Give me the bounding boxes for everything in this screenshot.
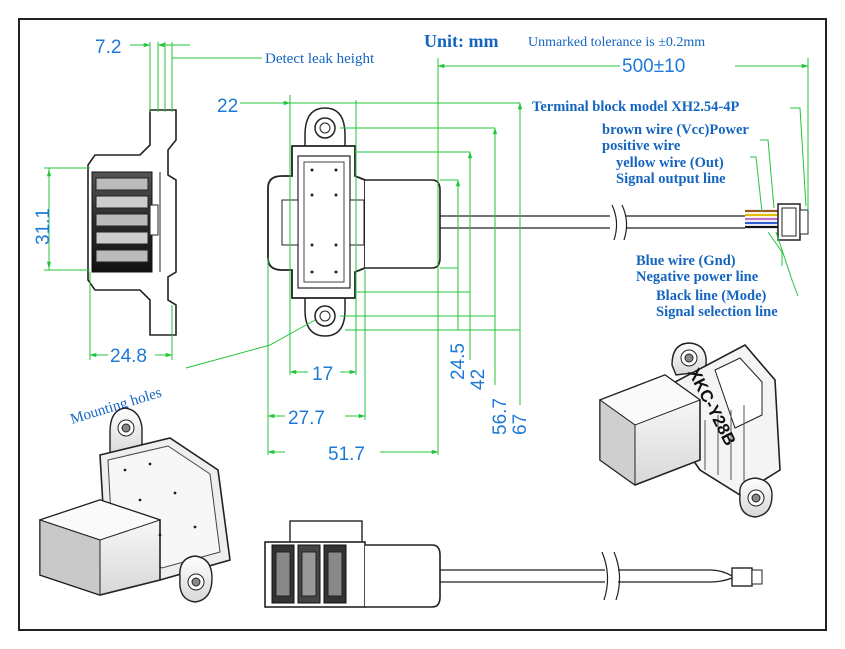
black-wire-label: Black line (Mode) bbox=[656, 288, 767, 304]
unit-label: Unit: mm bbox=[424, 31, 499, 51]
yellow-wire-desc: Signal output line bbox=[616, 171, 726, 187]
drawing-frame bbox=[18, 18, 827, 631]
dim-42: 42 bbox=[468, 369, 489, 390]
tolerance-label: Unmarked tolerance is ±0.2mm bbox=[528, 35, 705, 50]
dim-51-7: 51.7 bbox=[328, 444, 365, 465]
blue-wire-desc: Negative power line bbox=[636, 269, 759, 285]
bottom-side-view bbox=[264, 520, 763, 608]
top-view bbox=[185, 58, 809, 455]
dim-31-1: 31.1 bbox=[33, 208, 54, 245]
detect-leak-label: Detect leak height bbox=[265, 51, 375, 67]
iso-view-right bbox=[598, 342, 781, 518]
dim-27-7: 27.7 bbox=[288, 408, 325, 429]
dim-17: 17 bbox=[312, 364, 333, 385]
dim-500: 500±10 bbox=[622, 56, 685, 77]
brown-wire-label: brown wire (Vcc)Power bbox=[602, 122, 749, 138]
dim-67: 67 bbox=[510, 414, 531, 435]
terminal-label: Terminal block model XH2.54-4P bbox=[532, 99, 739, 115]
brown-wire-desc: positive wire bbox=[602, 138, 681, 154]
dim-24-5: 24.5 bbox=[448, 343, 469, 380]
dim-7-2: 7.2 bbox=[95, 37, 121, 58]
black-wire-desc: Signal selection line bbox=[656, 304, 778, 320]
side-view bbox=[44, 42, 262, 360]
dim-56-7: 56.7 bbox=[490, 398, 511, 435]
yellow-wire-label: yellow wire (Out) bbox=[616, 155, 724, 171]
dim-22: 22 bbox=[217, 96, 238, 117]
dim-24-8: 24.8 bbox=[110, 346, 147, 367]
blue-wire-label: Blue wire (Gnd) bbox=[636, 253, 736, 269]
iso-view-left bbox=[38, 407, 231, 603]
